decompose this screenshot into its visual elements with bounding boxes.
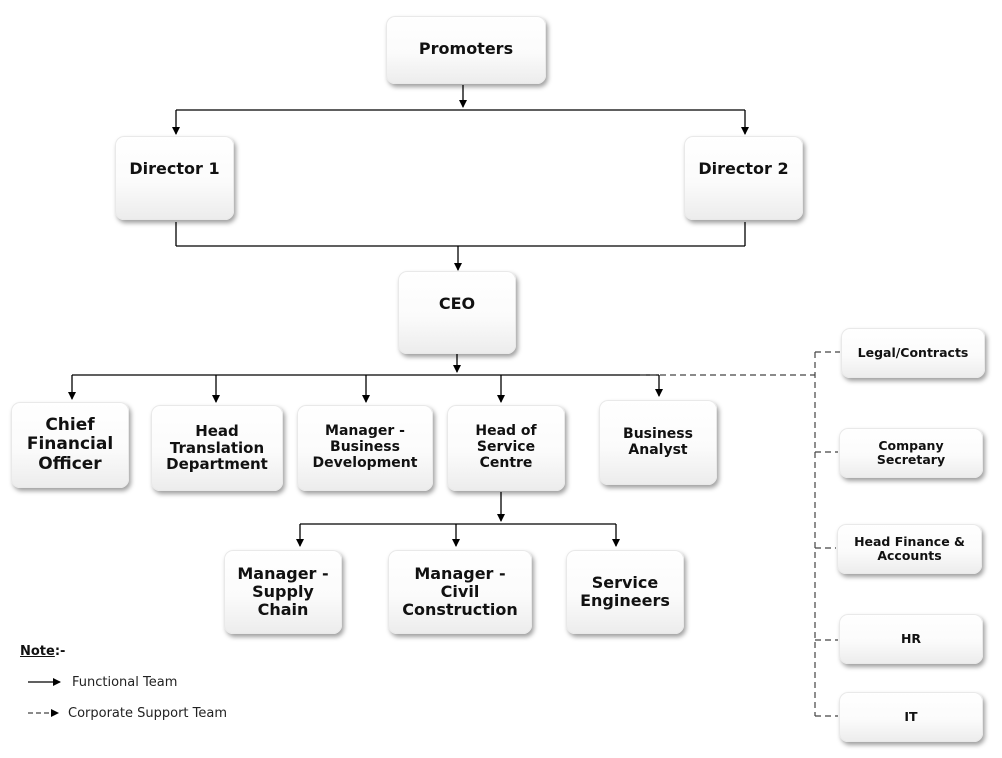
node-promoters: Promoters bbox=[386, 16, 546, 84]
node-it: IT bbox=[839, 692, 983, 742]
node-label: HR bbox=[900, 631, 922, 646]
node-company-secretary: Company Secretary bbox=[839, 428, 983, 478]
node-ceo: CEO bbox=[398, 271, 516, 354]
node-service-engineers: Service Engineers bbox=[566, 550, 684, 634]
legend-note: Note:- bbox=[20, 644, 65, 659]
node-label: Manager - Business Development bbox=[312, 423, 418, 471]
node-manager-business-development: Manager - Business Development bbox=[297, 405, 433, 491]
node-label: CEO bbox=[438, 294, 476, 313]
node-label: Business Analyst bbox=[623, 425, 693, 458]
node-label: IT bbox=[904, 709, 918, 724]
legend-functional-team: Functional Team bbox=[72, 675, 178, 690]
node-manager-civil-construction: Manager - Civil Construction bbox=[388, 550, 532, 634]
node-label: Head of Service Centre bbox=[475, 423, 537, 471]
node-head-finance-accounts: Head Finance & Accounts bbox=[837, 524, 982, 574]
node-business-analyst: Business Analyst bbox=[599, 400, 717, 485]
node-head-translation-department: Head Translation Department bbox=[151, 405, 283, 491]
node-director-1: Director 1 bbox=[115, 136, 234, 220]
node-head-of-service-centre: Head of Service Centre bbox=[447, 405, 565, 491]
node-chief-financial-officer: Chief Financial Officer bbox=[11, 402, 129, 488]
node-label: Chief Financial Officer bbox=[26, 415, 114, 474]
node-label: Promoters bbox=[418, 39, 514, 58]
legend-note-suffix: :- bbox=[54, 644, 66, 659]
node-director-2: Director 2 bbox=[684, 136, 803, 220]
node-label: Manager - Civil Construction bbox=[402, 564, 518, 619]
node-label: Director 2 bbox=[698, 159, 789, 178]
node-label: Service Engineers bbox=[580, 573, 670, 610]
node-label: Manager - Supply Chain bbox=[237, 564, 329, 619]
node-label: Legal/Contracts bbox=[857, 345, 969, 360]
node-manager-supply-chain: Manager - Supply Chain bbox=[224, 550, 342, 634]
node-legal-contracts: Legal/Contracts bbox=[841, 328, 985, 378]
node-label: Head Translation Department bbox=[166, 421, 268, 474]
legend-corporate-support-team: Corporate Support Team bbox=[68, 706, 228, 721]
node-hr: HR bbox=[839, 614, 983, 664]
node-label: Head Finance & Accounts bbox=[854, 534, 965, 563]
node-label: Company Secretary bbox=[876, 438, 946, 467]
node-label: Director 1 bbox=[129, 159, 220, 178]
legend-note-label: Note bbox=[20, 644, 55, 659]
